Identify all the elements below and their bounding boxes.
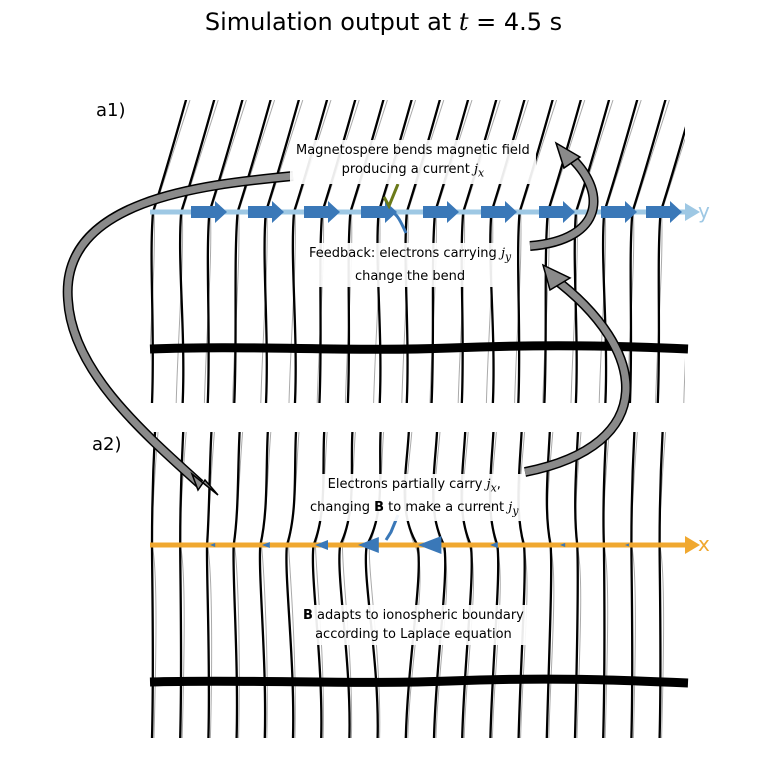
- current-arrow: [315, 540, 328, 550]
- annotation-electrons-line2: changing B to make a current: [310, 499, 509, 515]
- current-arrow: [560, 543, 566, 547]
- annotation-laplace-bold: B: [303, 608, 313, 623]
- current-arrow: [601, 201, 637, 223]
- field-line: [658, 432, 664, 738]
- current-arrow: [646, 201, 682, 223]
- panel-a2-axis-letter: x: [698, 532, 710, 556]
- panel-a1-ionosphere-boundary: [149, 341, 689, 354]
- current-arrow: [358, 537, 379, 553]
- annotation-magnetosphere: Magnetospere bends magnetic field produc…: [290, 140, 536, 184]
- annotation-feedback: Feedback: electrons carrying jy change t…: [303, 243, 518, 287]
- sub-y: y: [504, 250, 512, 264]
- field-line: [206, 100, 244, 403]
- panel-a2-ionosphere-boundary: [149, 674, 689, 688]
- axis-arrowhead: [685, 536, 700, 554]
- annotation-magnetosphere-line1: Magnetospere bends magnetic field: [296, 143, 530, 158]
- annotation-laplace: B adapts to ionospheric boundary accordi…: [297, 605, 530, 645]
- panel-a2-x-axis: [150, 536, 700, 554]
- field-line: [602, 432, 608, 738]
- field-line: [311, 432, 326, 738]
- current-arrow: [418, 536, 442, 554]
- title-prefix: Simulation output at: [204, 8, 459, 36]
- field-line-faint: [405, 432, 421, 738]
- connector-left-head: [190, 471, 219, 496]
- field-line-faint: [429, 100, 473, 403]
- annotation-feedback-line1: Feedback: electrons carrying: [309, 246, 501, 261]
- field-line: [656, 126, 685, 403]
- field-line-faint: [342, 432, 356, 738]
- current-arrow: [191, 201, 227, 223]
- field-line-faint: [655, 137, 685, 403]
- annotation-electrons: Electrons partially carry jx, changing B…: [304, 474, 525, 522]
- current-arrow: [490, 542, 498, 548]
- current-arrow: [262, 542, 270, 548]
- field-line-faint: [542, 100, 586, 403]
- annotation-feedback-line2: change the bend: [354, 268, 466, 284]
- connector-arrows: [62, 141, 631, 496]
- sub-y-2: y: [512, 504, 519, 518]
- field-line: [232, 432, 241, 738]
- field-line-faint: [316, 100, 360, 403]
- field-line: [364, 432, 382, 738]
- panel-a1-y-axis: [150, 201, 700, 223]
- field-line: [573, 432, 580, 738]
- title-suffix: = 4.5 s: [468, 8, 563, 36]
- field-line-faint: [344, 100, 388, 403]
- panel-a1-axis-letter: y: [698, 199, 710, 223]
- field-line: [258, 432, 269, 738]
- connector-feedback-head: [554, 141, 582, 170]
- current-arrow: [210, 543, 216, 547]
- sub-x: x: [477, 166, 485, 180]
- field-line: [150, 432, 157, 738]
- field-line: [338, 432, 354, 738]
- field-line-faint: [232, 100, 276, 403]
- field-line: [688, 432, 691, 738]
- field-line: [488, 432, 500, 738]
- field-line-faint: [626, 100, 670, 403]
- figure-title: Simulation output at t = 4.5 s: [0, 8, 767, 36]
- field-line: [630, 432, 636, 738]
- current-arrow: [625, 543, 629, 547]
- field-line-faint: [683, 357, 685, 403]
- field-line: [688, 100, 722, 403]
- sub-x-2: x: [490, 481, 497, 495]
- field-line-faint: [688, 432, 694, 738]
- field-line-faint: [287, 432, 300, 738]
- bold-b: B: [374, 499, 385, 515]
- panel-a2-label: a2): [92, 434, 122, 455]
- field-line: [205, 432, 213, 738]
- annotation-magnetosphere-line2: producing a current: [341, 162, 474, 177]
- annotation-laplace-line1: adapts to ionospheric boundary: [312, 608, 524, 623]
- field-line: [545, 432, 553, 738]
- axis-arrowhead: [685, 203, 700, 221]
- current-arrow: [248, 201, 284, 223]
- field-line: [517, 432, 526, 738]
- field-line: [432, 432, 447, 738]
- field-line-faint: [260, 432, 272, 738]
- connector-right-head: [541, 263, 572, 292]
- field-line-faint: [233, 432, 244, 738]
- annotation-laplace-line2: according to Laplace equation: [315, 627, 512, 642]
- field-line: [285, 432, 298, 738]
- current-arrow: [481, 201, 517, 223]
- check-mark: [382, 183, 400, 210]
- connector-right: [524, 274, 630, 476]
- field-line: [403, 432, 420, 738]
- title-time-variable: t: [458, 8, 469, 36]
- connector-feedback: [529, 152, 597, 250]
- annotation-electrons-line1: Electrons partially carry: [327, 477, 487, 492]
- field-line: [460, 432, 473, 738]
- pointer-stroke: [392, 211, 408, 234]
- connector-left: [64, 172, 294, 487]
- current-arrow: [539, 201, 575, 223]
- panel-a1-label: a1): [96, 100, 126, 121]
- current-arrow: [304, 201, 340, 223]
- field-line-faint: [314, 432, 328, 738]
- current-arrow: [423, 201, 459, 223]
- field-line-faint: [203, 100, 247, 403]
